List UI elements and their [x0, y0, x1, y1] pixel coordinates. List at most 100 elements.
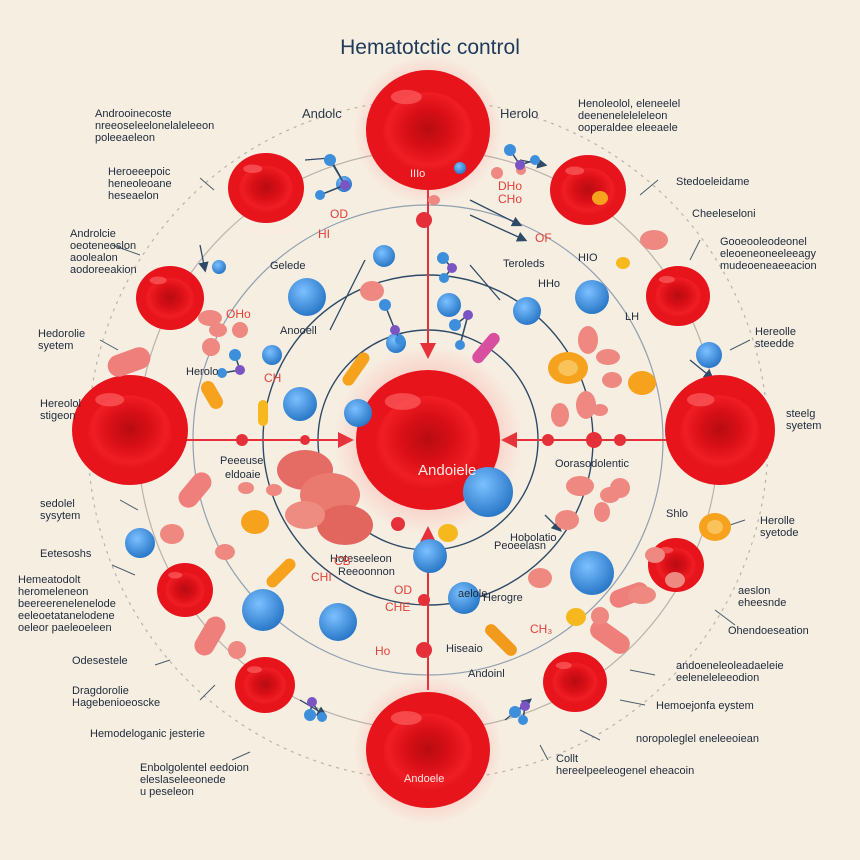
white-blood-cell — [344, 399, 372, 427]
molecule-node — [217, 368, 227, 378]
label-left-0: nreeoseleelonelaleleeon — [95, 120, 215, 132]
molecule-node — [437, 252, 449, 264]
white-blood-cell — [696, 342, 722, 368]
label-inner-0: Gelede — [270, 260, 306, 272]
molecule-node — [315, 190, 325, 200]
platelet — [594, 502, 610, 522]
label-right-5: syetem — [786, 420, 822, 432]
molecule-node — [447, 263, 457, 273]
molecule-node — [324, 154, 336, 166]
label-right-6: Herolle — [760, 515, 795, 527]
label-chem-8: CHI — [311, 570, 332, 584]
label-chem-5: OHo — [226, 307, 251, 321]
label-cell-0: IIIo — [410, 168, 426, 180]
label-inner-12: Reeoonnon — [338, 566, 395, 578]
white-blood-cell — [413, 539, 447, 573]
platelet — [640, 230, 668, 250]
white-blood-cell — [319, 603, 357, 641]
label-left-1: heneoleoane — [108, 178, 172, 190]
diagram-title: Hematotctic control — [340, 36, 520, 59]
label-top-1: Herolo — [500, 106, 539, 121]
label-left-0: poleeaeleon — [95, 132, 155, 144]
label-right-3: mudeoeneaeeacion — [720, 260, 817, 272]
label-right-0: Henoleolol, eleneelel — [578, 98, 681, 110]
label-left-5: sedolel — [40, 498, 75, 510]
label-right-12: hereelpeeleogenel eheacoin — [556, 765, 695, 777]
leader-lines — [99, 177, 751, 761]
molecule-node — [520, 701, 530, 711]
red-blood-cells — [72, 70, 775, 808]
label-left-7: oeleor paeleoeleen — [18, 622, 112, 634]
platelet — [232, 322, 248, 338]
white-blood-cell — [242, 589, 284, 631]
label-right-7: aeslon — [738, 585, 771, 597]
molecule-node — [235, 365, 245, 375]
rbc-stack — [277, 450, 373, 545]
label-chem-7: CB — [334, 554, 351, 568]
label-left-2: Androlcie — [70, 228, 116, 240]
label-left-9: Dragdorolie — [72, 685, 129, 697]
molecule-node — [379, 299, 391, 311]
label-left-11: u peseleon — [140, 786, 194, 798]
label-inner-16: aelole — [458, 588, 488, 600]
label-left-7: beereerenelenelode — [18, 598, 116, 610]
platelet — [160, 524, 184, 544]
label-chem-11: CH₃ — [530, 622, 553, 636]
label-left-0: Androoinecoste — [95, 108, 172, 120]
label-inner-14: Herogre — [483, 592, 523, 604]
platelet — [566, 476, 594, 496]
molecule-node — [463, 310, 473, 320]
molecule-node — [439, 273, 449, 283]
label-left-3: syetem — [38, 340, 74, 352]
label-inner-3: Teroleds — [503, 258, 545, 270]
platelet — [266, 484, 282, 496]
label-left-11: Enbolgolentel eedoion — [140, 762, 249, 774]
white-blood-cell — [125, 528, 155, 558]
label-left-7: eeleoetatanelodene — [18, 610, 115, 622]
molecule-node — [390, 325, 400, 335]
platelet — [628, 586, 656, 604]
platelet — [610, 478, 630, 498]
white-blood-cells — [125, 162, 722, 641]
platelet — [555, 510, 579, 530]
label-chem-0: OD — [330, 207, 348, 221]
label-left-2: oeoteneoslon — [70, 240, 137, 252]
platelet — [576, 391, 596, 419]
label-inner-1: Anooell — [280, 325, 317, 337]
label-chem-4: HI — [318, 227, 330, 241]
platelet — [198, 310, 222, 326]
label-cell-2: Andoiele — [418, 462, 477, 479]
label-right-0: ooperaldee eleeaele — [578, 122, 678, 134]
label-chem-12: Ho — [375, 644, 391, 658]
platelet — [665, 572, 685, 588]
label-right-4: Hereolle — [755, 326, 796, 338]
molecule-node — [340, 180, 350, 190]
platelet — [491, 167, 503, 179]
label-chem-9: OD — [394, 583, 412, 597]
label-right-9: andoeneleoleadaeleie — [676, 660, 784, 672]
label-right-3: Gooeooleodeonel — [720, 236, 807, 248]
molecule-node — [229, 349, 241, 361]
label-inner-6: Peeeuse — [220, 455, 264, 467]
label-right-12: Collt — [556, 753, 579, 765]
platelets — [160, 165, 685, 659]
platelet — [428, 195, 440, 205]
label-right-8: Ohendoeseation — [728, 625, 809, 637]
label-left-2: aoolealon — [70, 252, 118, 264]
label-inner-13: Andoinl — [468, 668, 505, 680]
molecule-node — [518, 715, 528, 725]
molecule-node — [504, 144, 516, 156]
molecule-node — [395, 335, 405, 345]
label-left-2: aodoreeakion — [70, 264, 137, 276]
label-inner-11: Hoteseeleon — [330, 553, 392, 565]
label-right-5: steelg — [786, 408, 816, 420]
label-left-6: Eetesoshs — [40, 548, 92, 560]
molecules — [217, 144, 540, 725]
molecule-node — [530, 155, 540, 165]
molecule-node — [455, 340, 465, 350]
label-right-3: eleoeneoneeleeagy — [720, 248, 817, 260]
label-inner-18: LH — [625, 311, 640, 323]
label-left-4: Hereolol — [40, 398, 81, 410]
